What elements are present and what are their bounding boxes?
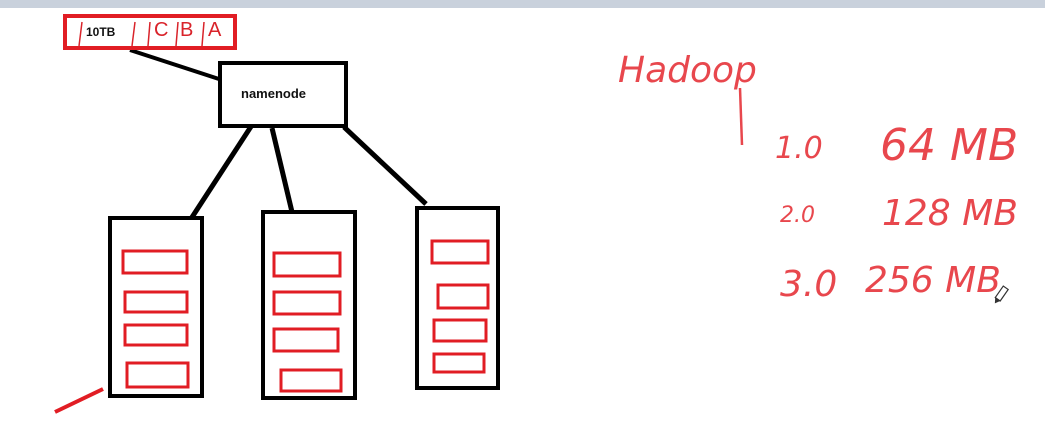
red-pointer-line bbox=[54, 387, 104, 414]
datanode-3-box bbox=[415, 206, 500, 390]
namenode-to-datanode-2-line bbox=[269, 127, 295, 213]
data-block bbox=[121, 249, 189, 275]
data-block bbox=[430, 239, 490, 265]
block-label-a: A bbox=[208, 19, 222, 41]
data-block bbox=[272, 290, 342, 316]
notes-stroke bbox=[738, 87, 744, 146]
notes-size-1: 64 MB bbox=[880, 120, 1018, 171]
data-block bbox=[432, 352, 486, 374]
file-size-label: 10TB bbox=[86, 25, 116, 39]
notes-version-2: 2.0 bbox=[780, 203, 815, 228]
namenode-box bbox=[218, 61, 348, 128]
data-block bbox=[272, 327, 340, 353]
notes-title: Hadoop bbox=[618, 50, 757, 91]
pen-icon bbox=[994, 285, 1010, 304]
data-block bbox=[272, 251, 342, 278]
notes-version-3: 3.0 bbox=[780, 264, 837, 305]
datanode-3 bbox=[415, 206, 500, 390]
notes-version-1: 1.0 bbox=[775, 131, 823, 166]
data-block bbox=[125, 361, 190, 389]
notes-size-3: 256 MB bbox=[865, 260, 1001, 301]
notes-size-2: 128 MB bbox=[882, 193, 1018, 234]
data-block bbox=[279, 368, 343, 393]
data-block bbox=[123, 323, 189, 347]
handwritten-notes: Hadoop 1.0 64 MB 2.0 128 MB 3.0 256 MB bbox=[618, 50, 1018, 305]
file-to-namenode-line bbox=[129, 48, 223, 82]
data-block bbox=[123, 290, 189, 314]
namenode-to-datanode-3-line bbox=[342, 125, 428, 206]
data-block bbox=[436, 283, 490, 310]
namenode-label: namenode bbox=[241, 86, 307, 101]
block-label-b: B bbox=[180, 19, 194, 41]
datanode-1 bbox=[108, 216, 204, 398]
namenode-to-datanode-1-line bbox=[182, 123, 255, 230]
data-block bbox=[432, 318, 488, 343]
block-label-c: C bbox=[154, 19, 169, 41]
window-top-bar bbox=[0, 0, 1045, 8]
datanode-2 bbox=[261, 210, 357, 400]
